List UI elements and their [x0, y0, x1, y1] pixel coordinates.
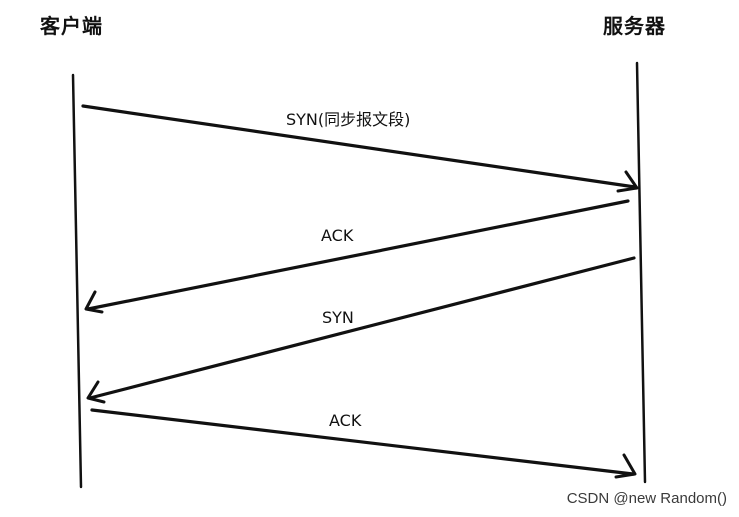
watermark: CSDN @new Random() — [566, 490, 727, 507]
message-label-3: SYN — [322, 308, 354, 327]
client-lifeline — [71, 73, 83, 489]
client-label: 客户端 — [40, 14, 103, 38]
message-label-1: SYN(同步报文段) — [286, 110, 411, 129]
server-lifeline — [635, 61, 647, 484]
message-label-2: ACK — [321, 226, 354, 245]
message-arrow-1 — [81, 104, 639, 193]
server-label: 服务器 — [603, 14, 666, 38]
message-arrow-3 — [86, 256, 636, 404]
message-arrow-4 — [90, 408, 637, 479]
message-label-4: ACK — [329, 411, 362, 430]
message-arrow-2 — [84, 199, 630, 314]
